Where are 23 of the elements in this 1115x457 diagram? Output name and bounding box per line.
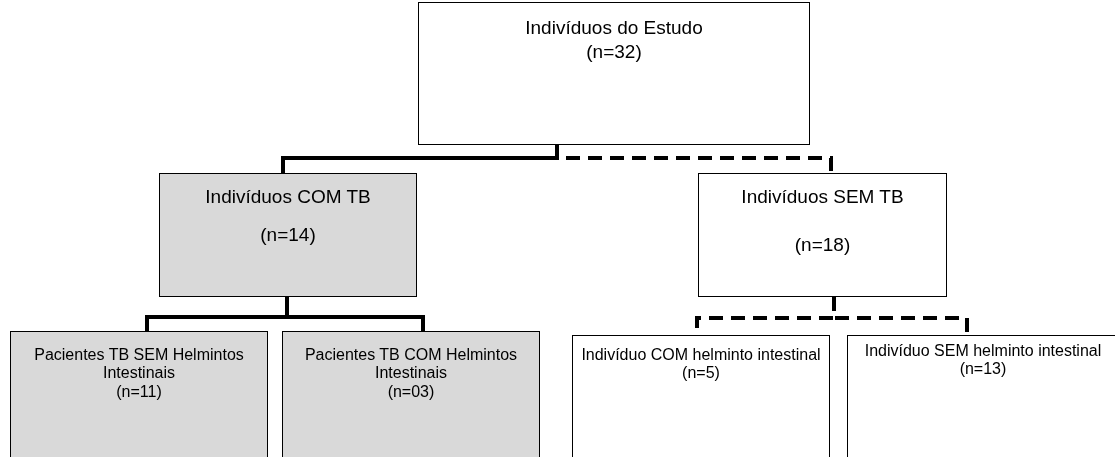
count-label: (n=32) xyxy=(586,40,642,63)
count-label: (n=14) xyxy=(260,223,316,246)
connector-line xyxy=(832,297,969,335)
count-label: (n=5) xyxy=(682,364,720,383)
group-box xyxy=(572,335,830,457)
group-label: Pacientes TB SEM Helmintos Intestinais xyxy=(33,346,245,383)
group-label: Pacientes TB COM Helmintos Intestinais xyxy=(303,346,519,383)
group-label: Indivíduo COM helminto intestinal xyxy=(581,346,821,365)
count-label: (n=11) xyxy=(116,382,162,402)
group-label: Indivíduos SEM TB xyxy=(741,186,904,208)
group-label: Indivíduos COM TB xyxy=(205,186,371,208)
highlighted-group-box xyxy=(159,173,417,297)
group-label: Indivíduos do Estudo xyxy=(525,17,703,39)
count-label: (n=13) xyxy=(959,360,1007,379)
group-box xyxy=(847,335,1115,457)
highlighted-group-box xyxy=(10,331,268,457)
highlighted-group-box xyxy=(282,331,540,457)
count-label: (n=18) xyxy=(794,233,851,256)
group-label: Indivíduo SEM helminto intestinal xyxy=(864,342,1102,361)
group-box xyxy=(418,2,810,145)
connector-line xyxy=(555,145,833,173)
count-label: (n=03) xyxy=(387,382,435,402)
group-box xyxy=(698,173,947,297)
